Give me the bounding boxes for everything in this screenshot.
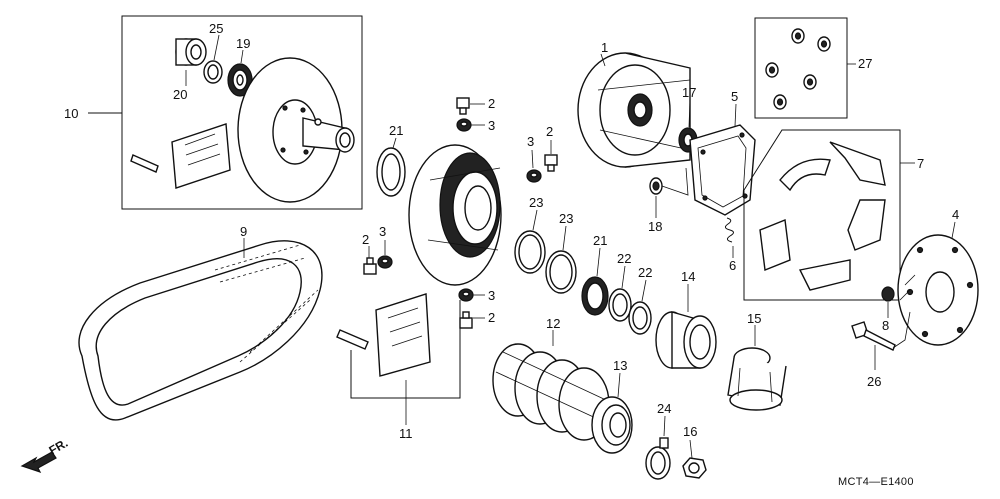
callout-labels: 1 2 2 2 2 3 3 3 3 4 5 6 7 8 9 10 11 12 1… [64,21,959,441]
label-22a: 22 [617,251,631,266]
label-18: 18 [648,219,662,234]
label-15: 15 [747,311,761,326]
part-7-clutch-shoes [743,129,901,301]
guide-pin-11 [336,329,369,350]
part-14-collar [655,311,717,369]
label-1: 1 [601,40,608,55]
label-3c: 3 [379,224,386,239]
part-27-weights [765,28,831,110]
guide-pin-box10 [130,154,159,173]
label-17: 17 [682,85,696,100]
label-14: 14 [681,269,695,284]
kit-box-27 [754,17,848,119]
part-23-oring-b [545,250,577,294]
part-8-collar [881,286,895,302]
part-20-needle-bearing [175,38,207,66]
label-22b: 22 [638,265,652,280]
part-24-circlip [645,437,671,480]
part-23-oring-a [514,230,546,274]
part-13-seal-collar [591,396,633,454]
label-2a: 2 [488,96,495,111]
part-16-nut [682,457,707,479]
part-3-collar-a [456,118,472,132]
part-21-oring-a [376,147,406,197]
label-13: 13 [613,358,627,373]
part-3-collar-b [526,169,542,183]
label-4: 4 [952,207,959,222]
driven-face [237,57,355,203]
part-22-seal-a [608,288,632,322]
part-2-pin-d [459,311,473,329]
label-23a: 23 [529,195,543,210]
part-15-cage [727,347,787,411]
movable-driven-face [408,144,502,286]
part-2-pin-c [363,257,377,275]
label-26: 26 [867,374,881,389]
part-6-spring [724,217,734,243]
diagram-code: MCT4—E1400 [838,476,914,488]
label-3d: 3 [488,288,495,303]
part-4-drive-plate [897,234,979,346]
label-3a: 3 [488,118,495,133]
label-24: 24 [657,401,671,416]
label-25: 25 [209,21,223,36]
label-16: 16 [683,424,697,439]
label-21b: 21 [593,233,607,248]
part-18-nut [649,177,663,195]
part-21-oring-b [581,276,609,316]
label-6: 6 [729,258,736,273]
label-12: 12 [546,316,560,331]
label-2c: 2 [362,232,369,247]
label-2b: 2 [546,124,553,139]
part-26-bolt [851,321,896,351]
caution-label-box10 [171,123,231,189]
label-23b: 23 [559,211,573,226]
label-20: 20 [173,87,187,102]
label-7: 7 [917,156,924,171]
label-9: 9 [240,224,247,239]
part-3-collar-d [458,288,474,302]
label-21a: 21 [389,123,403,138]
part-2-pin-b [544,154,558,172]
part-5-gasket [689,124,756,216]
caution-label-11 [375,293,431,377]
part-1-clutch-outer [577,52,691,168]
label-10: 10 [64,106,78,121]
label-3b: 3 [527,134,534,149]
label-2d: 2 [488,310,495,325]
part-3-collar-c [377,255,393,269]
label-8: 8 [882,318,889,333]
label-11: 11 [399,426,413,441]
label-27: 27 [858,56,872,71]
front-direction-arrow-icon [20,451,57,474]
part-2-pin-a [456,97,470,115]
part-9-drive-belt [78,240,323,421]
label-19: 19 [236,36,250,51]
part-22-seal-b [628,301,652,335]
label-5: 5 [731,89,738,104]
part-25-snap-ring [203,60,223,84]
